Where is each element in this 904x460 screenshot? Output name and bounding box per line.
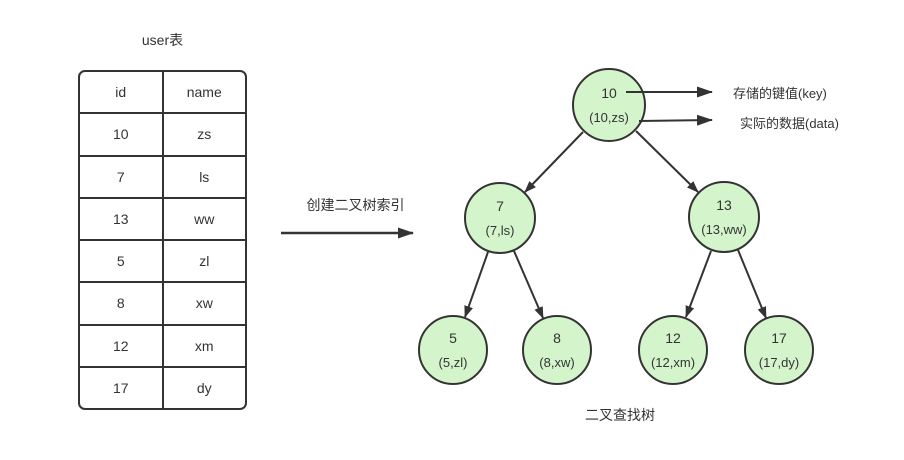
table-row: 8 xw [80,281,245,324]
table-row: 13 ww [80,196,245,239]
table-header-name: name [186,84,222,101]
edge-10-7 [524,131,584,193]
table-row: 17 dy [80,365,245,408]
node-data: (10,zs) [589,110,629,125]
table-cell-name: xw [195,295,213,312]
edge-7-5 [464,251,489,318]
table-cell-id: 17 [80,367,164,408]
tree-node-12: 12 (12,xm) [638,315,708,385]
table-cell-name: ls [199,168,210,185]
table-cell-name: zs [197,126,212,143]
data-annotation-arrow [638,114,713,126]
edge-13-17 [737,249,767,319]
node-key: 17 [771,330,787,346]
table-cell-name: dy [196,379,212,396]
table-cell-id: 10 [80,114,164,155]
edge-13-12 [685,250,712,318]
user-table: id name 10 zs 7 ls 13 ww 5 zl 8 xw 12 xm… [78,70,247,410]
table-header-id: id [80,72,164,113]
tree-node-17: 17 (17,dy) [744,315,814,385]
edge-7-8 [513,250,544,319]
table-header-row: id name [80,72,245,113]
table-cell-id: 12 [80,325,164,366]
table-row: 7 ls [80,154,245,197]
tree-caption: 二叉查找树 [585,407,655,423]
node-data: (13,ww) [701,222,747,237]
table-title: user表 [141,32,184,48]
table-cell-name: zl [199,253,210,270]
node-data: (8,xw) [539,355,575,370]
tree-node-10: 10 (10,zs) [572,68,646,142]
table-row: 10 zs [80,112,245,155]
node-data: (12,xm) [650,355,696,370]
data-annotation-label: 实际的数据(data) [740,116,839,131]
table-cell-id: 13 [80,198,164,239]
key-annotation-label: 存储的键值(key) [733,86,827,101]
tree-node-7: 7 (7,ls) [464,182,536,254]
node-key: 13 [716,197,732,213]
node-key: 12 [665,330,681,346]
tree-node-8: 8 (8,xw) [522,315,592,385]
node-key: 5 [449,330,457,346]
table-row: 5 zl [80,239,245,282]
table-cell-name: xm [194,337,214,354]
node-key: 7 [496,198,504,214]
node-key: 8 [553,330,561,346]
table-row: 12 xm [80,323,245,366]
edge-10-13 [635,130,699,193]
node-key: 10 [601,85,617,101]
table-cell-id: 5 [80,241,164,282]
table-cell-id: 7 [80,156,164,197]
tree-node-5: 5 (5,zl) [418,315,488,385]
table-cell-id: 8 [80,283,164,324]
tree-node-13: 13 (13,ww) [688,181,760,253]
create-index-label: 创建二叉树索引 [306,197,405,213]
node-data: (17,dy) [758,355,800,370]
table-cell-name: ww [194,210,215,227]
node-data: (5,zl) [438,355,468,370]
node-data: (7,ls) [485,223,515,238]
